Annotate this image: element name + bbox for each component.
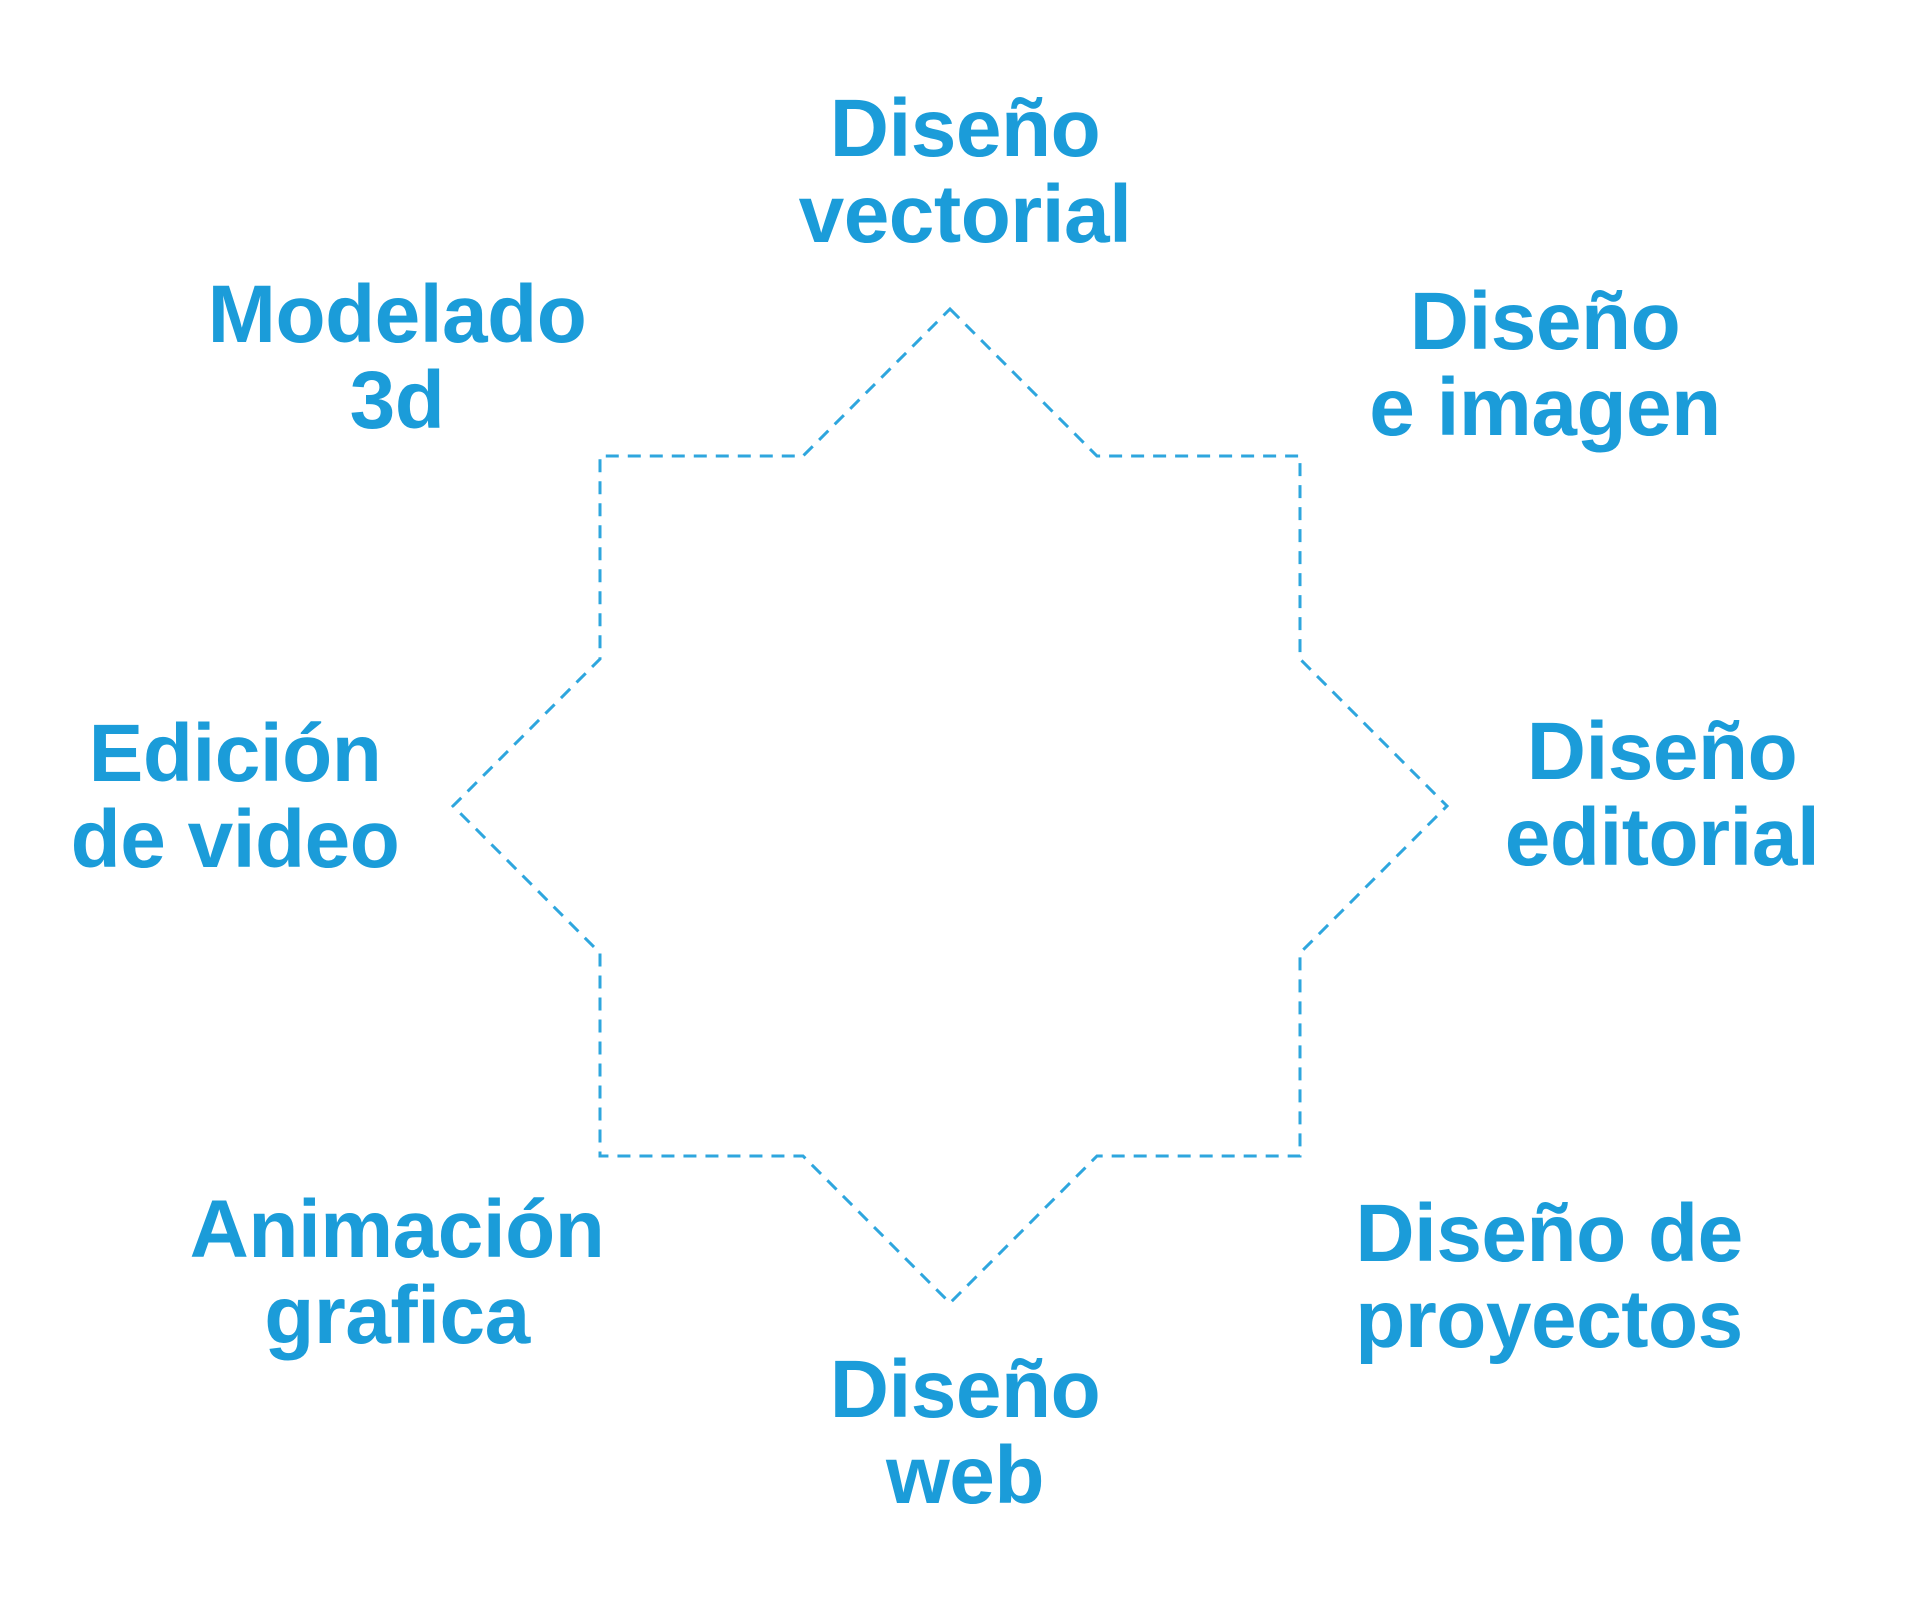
label-line: vectorial bbox=[798, 169, 1132, 260]
label-diseno-e-imagen: Diseño e imagen bbox=[1369, 275, 1721, 453]
label-line: editorial bbox=[1504, 792, 1820, 883]
label-line: web bbox=[886, 1430, 1044, 1521]
label-line: grafica bbox=[264, 1270, 530, 1361]
label-diseno-vectorial: Diseño vectorial bbox=[798, 82, 1132, 260]
label-line: Diseño bbox=[1409, 275, 1681, 367]
label-line: Diseño bbox=[829, 1343, 1101, 1435]
label-line: 3d bbox=[349, 355, 445, 446]
label-line: e imagen bbox=[1369, 362, 1721, 453]
label-diseno-web: Diseño web bbox=[829, 1343, 1101, 1521]
label-diseno-editorial: Diseño editorial bbox=[1504, 705, 1820, 883]
label-line: Modelado bbox=[207, 268, 587, 360]
label-line: Diseño de bbox=[1355, 1187, 1743, 1279]
star-polygon bbox=[450, 306, 1450, 1306]
label-line: Edición bbox=[88, 707, 382, 799]
label-modelado-3d: Modelado 3d bbox=[207, 268, 587, 446]
label-line: Diseño bbox=[1526, 705, 1798, 797]
label-line: de video bbox=[70, 794, 400, 885]
label-line: Animación bbox=[189, 1183, 605, 1275]
label-line: proyectos bbox=[1355, 1274, 1743, 1365]
label-line: Diseño bbox=[829, 82, 1101, 174]
label-diseno-de-proyectos: Diseño de proyectos bbox=[1355, 1187, 1743, 1365]
label-edicion-de-video: Edición de video bbox=[70, 707, 400, 885]
label-animacion-grafica: Animación grafica bbox=[189, 1183, 605, 1361]
